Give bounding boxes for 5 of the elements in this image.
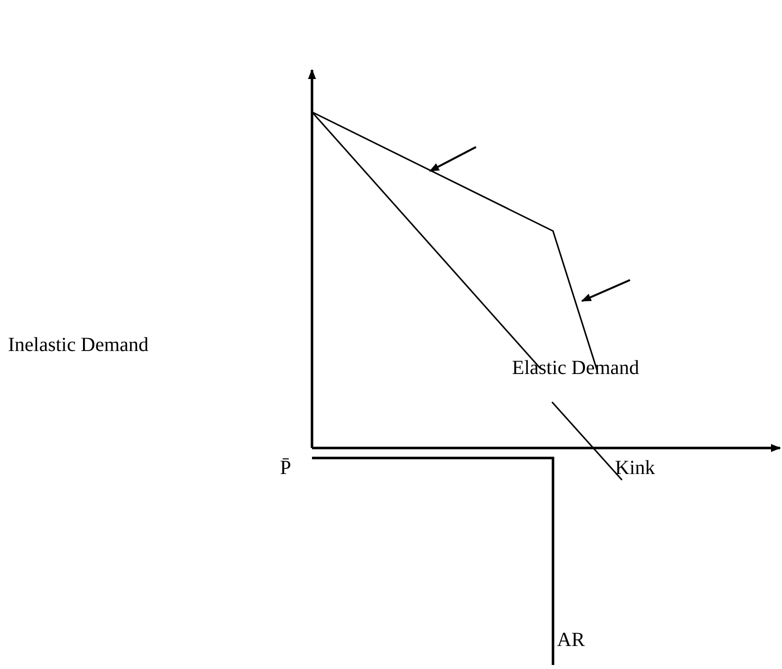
kink-label: Kink [615, 456, 655, 480]
curve-label: AR [557, 628, 585, 652]
price-label: P̄ [280, 456, 292, 480]
curve-label: Elastic Demand [512, 356, 640, 380]
curve-label: Inelastic Demand [8, 333, 148, 357]
